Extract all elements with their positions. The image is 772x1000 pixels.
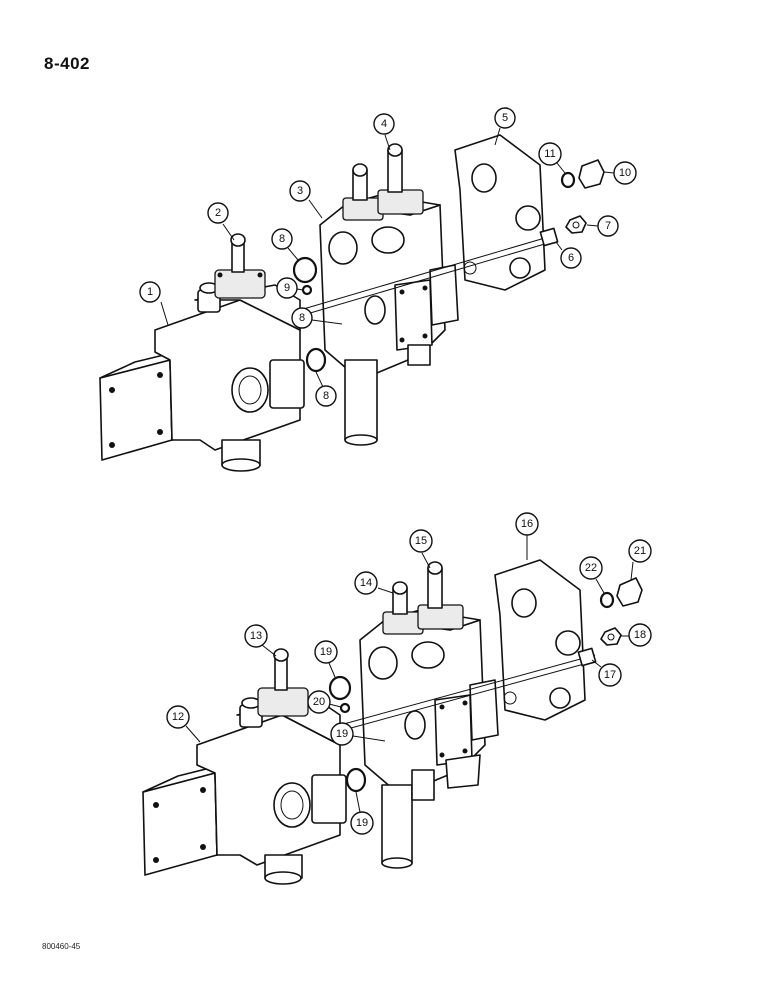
svg-text:2: 2 <box>215 207 221 219</box>
o-ring-8a <box>292 256 318 284</box>
callout-11: 11 <box>538 142 562 166</box>
callout-8c: 8 <box>315 385 337 407</box>
upper-valve-assembly <box>99 134 605 472</box>
callout-4: 4 <box>373 113 395 135</box>
callout-10: 10 <box>613 161 637 185</box>
outlet-cover-upper <box>454 134 546 291</box>
svg-text:19: 19 <box>320 646 332 658</box>
outlet-cover-lower <box>494 559 586 721</box>
callouts-lower: 12 13 14 15 16 17 18 19 19 19 20 21 22 <box>166 512 652 835</box>
callout-15: 15 <box>409 529 433 553</box>
callout-19c: 19 <box>350 811 374 835</box>
callout-2: 2 <box>207 202 229 224</box>
o-ring-19c <box>345 767 367 793</box>
svg-text:21: 21 <box>634 545 646 557</box>
svg-text:8: 8 <box>323 390 329 402</box>
svg-text:10: 10 <box>619 167 631 179</box>
callout-5: 5 <box>494 107 516 129</box>
callout-8b: 8 <box>291 307 313 329</box>
lower-valve-assembly <box>142 559 643 885</box>
nut-7 <box>565 215 587 234</box>
callout-18: 18 <box>628 623 652 647</box>
o-ring-19a <box>328 675 352 701</box>
callouts-upper: 1 2 3 4 5 6 7 8 8 8 9 10 11 <box>139 107 637 407</box>
callout-20: 20 <box>307 690 331 714</box>
callout-14: 14 <box>354 571 378 595</box>
svg-text:22: 22 <box>585 562 597 574</box>
tie-rod-lower <box>339 647 597 732</box>
callout-17: 17 <box>598 663 622 687</box>
callout-8a: 8 <box>271 228 293 250</box>
svg-text:7: 7 <box>605 220 611 232</box>
svg-text:11: 11 <box>544 148 555 160</box>
svg-text:16: 16 <box>521 518 533 530</box>
callout-9: 9 <box>276 277 298 299</box>
svg-text:4: 4 <box>381 118 387 130</box>
svg-text:8: 8 <box>299 312 305 324</box>
svg-text:18: 18 <box>634 629 646 641</box>
callout-21: 21 <box>628 539 652 563</box>
svg-text:9: 9 <box>284 282 290 294</box>
plug-21 <box>599 577 643 609</box>
callout-19a: 19 <box>314 640 338 664</box>
callout-13: 13 <box>244 624 268 648</box>
callout-1: 1 <box>139 281 161 303</box>
work-section-lower <box>359 561 499 869</box>
svg-text:13: 13 <box>250 630 262 642</box>
callout-7: 7 <box>597 215 619 237</box>
o-ring-9 <box>301 284 313 296</box>
callout-6: 6 <box>560 247 582 269</box>
svg-text:8: 8 <box>279 233 285 245</box>
callout-22: 22 <box>579 556 603 580</box>
nut-18 <box>600 627 622 646</box>
svg-text:5: 5 <box>502 112 508 124</box>
svg-text:20: 20 <box>313 696 325 708</box>
svg-text:17: 17 <box>604 669 616 681</box>
callout-16: 16 <box>515 512 539 536</box>
svg-text:3: 3 <box>297 185 303 197</box>
o-ring-20 <box>339 702 351 714</box>
o-ring-8c <box>305 347 327 373</box>
tie-rod-upper <box>299 227 559 317</box>
plug-10 <box>560 159 605 189</box>
svg-text:1: 1 <box>147 286 153 298</box>
svg-text:6: 6 <box>568 252 574 264</box>
callout-3: 3 <box>289 180 311 202</box>
svg-text:15: 15 <box>415 535 427 547</box>
page-number: 8-402 <box>44 54 90 73</box>
svg-text:19: 19 <box>336 728 348 740</box>
inlet-section-upper <box>99 233 305 472</box>
work-section-upper <box>319 143 459 446</box>
inlet-section-lower <box>142 648 347 885</box>
svg-text:19: 19 <box>356 817 368 829</box>
figure-code: 800460-45 <box>42 942 81 951</box>
callout-12: 12 <box>166 705 190 729</box>
svg-text:12: 12 <box>172 711 184 723</box>
svg-text:14: 14 <box>360 577 372 589</box>
callout-19b: 19 <box>330 722 354 746</box>
